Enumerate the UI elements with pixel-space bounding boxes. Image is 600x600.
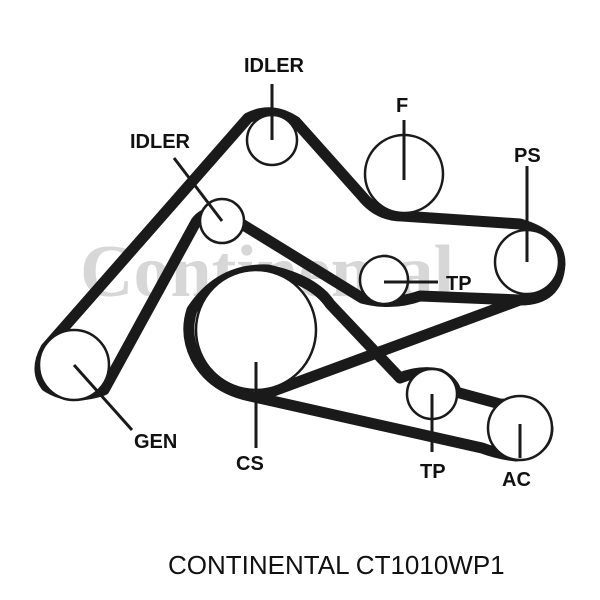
part-caption: CONTINENTAL CT1010WP1 xyxy=(168,550,505,580)
label-ac: AC xyxy=(502,469,531,491)
pulley-tp-upper xyxy=(358,254,410,306)
label-f: F xyxy=(396,95,408,117)
label-ps: PS xyxy=(514,145,541,167)
label-tp-lower: TP xyxy=(420,461,446,483)
label-cs: CS xyxy=(236,453,264,475)
label-tp-upper: TP xyxy=(446,273,472,295)
label-gen: GEN xyxy=(134,431,177,453)
label-idler-top: IDLER xyxy=(244,55,305,77)
leader-lines xyxy=(72,84,529,458)
label-idler-left: IDLER xyxy=(130,131,191,153)
